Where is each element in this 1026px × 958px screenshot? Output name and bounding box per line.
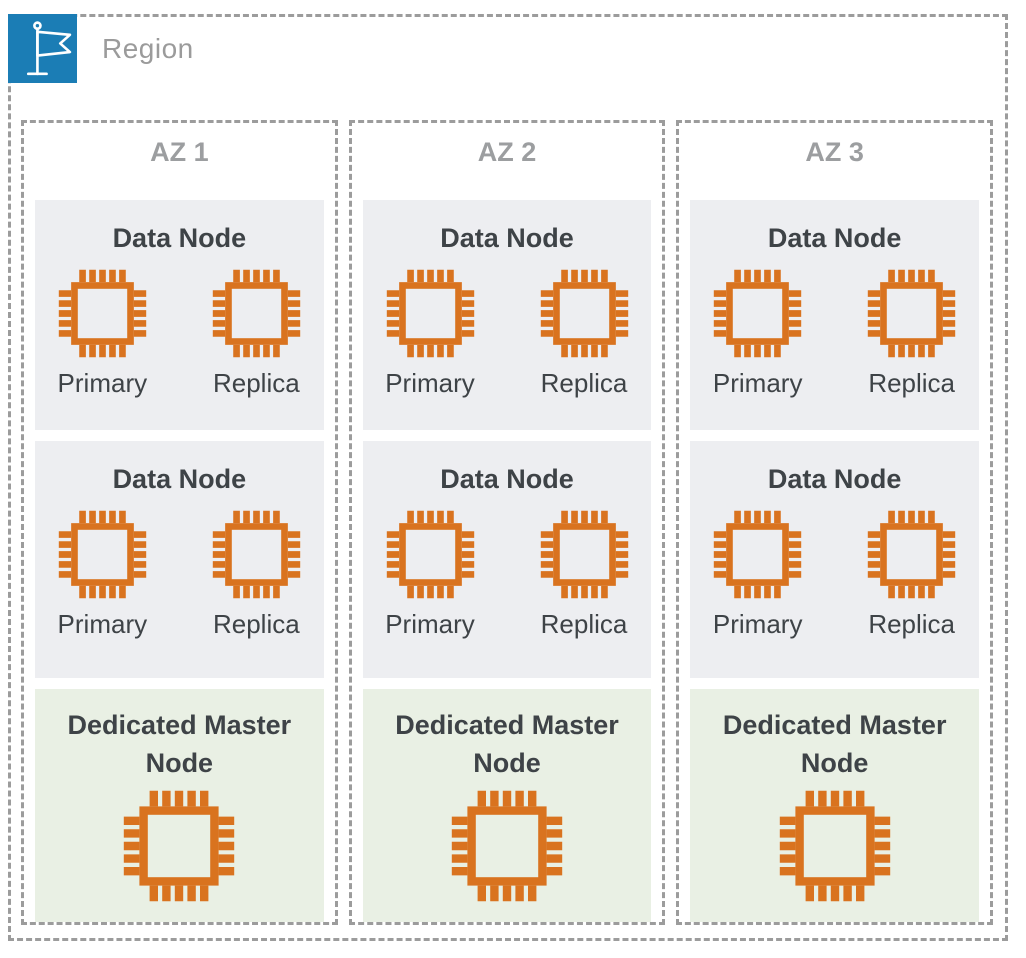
data-node-title: Data Node (440, 223, 574, 253)
availability-zone-1: AZ 1 Data Node Primary Replica (21, 120, 338, 925)
az-row: AZ 1 Data Node Primary Replica (21, 120, 994, 925)
chip-label: Primary (385, 609, 475, 639)
processor-chip-icon (55, 266, 150, 361)
chip-label: Replica (540, 368, 628, 398)
primary-shard: Primary (698, 507, 818, 639)
master-node-title: Dedicated Master Node (722, 710, 947, 778)
chip-row: Primary Replica (35, 266, 324, 398)
data-node-box: Data Node Primary Replica (35, 441, 324, 678)
primary-shard: Primary (370, 266, 490, 398)
chip-label: Replica (540, 609, 628, 639)
processor-chip-icon (710, 266, 805, 361)
region-header: Region (8, 14, 194, 83)
processor-chip-icon (209, 507, 304, 602)
replica-shard: Replica (524, 507, 644, 639)
replica-shard: Replica (852, 507, 972, 639)
az-label: AZ 1 (150, 137, 209, 167)
replica-shard: Replica (524, 266, 644, 398)
region-container: Region AZ 1 Data Node Primary Replica (8, 14, 1008, 941)
chip-row: Primary Replica (690, 507, 979, 639)
chip-row: Primary Replica (35, 507, 324, 639)
data-node-box: Data Node Primary Replica (690, 441, 980, 678)
processor-chip-icon (864, 507, 959, 602)
primary-shard: Primary (42, 507, 162, 639)
replica-shard: Replica (196, 507, 316, 639)
processor-chip-icon (55, 507, 150, 602)
chip-row: Primary Replica (363, 507, 652, 639)
availability-zone-3: AZ 3 Data Node Primary Replica (676, 120, 994, 925)
primary-shard: Primary (370, 507, 490, 639)
chip-row: Primary Replica (363, 266, 652, 398)
dedicated-master-node-box: Dedicated Master Node (690, 689, 980, 922)
data-node-title: Data Node (767, 464, 902, 494)
processor-chip-icon (447, 786, 567, 906)
dedicated-master-node-box: Dedicated Master Node (362, 689, 652, 922)
master-node-title: Dedicated Master Node (395, 710, 619, 778)
region-label: Region (102, 32, 194, 64)
chip-label: Replica (868, 368, 956, 398)
processor-chip-icon (710, 507, 805, 602)
processor-chip-icon (775, 786, 895, 906)
data-node-title: Data Node (112, 223, 247, 253)
availability-zone-2: AZ 2 Data Node Primary Replica (348, 120, 666, 925)
processor-chip-icon (537, 266, 632, 361)
chip-label: Replica (212, 609, 300, 639)
replica-shard: Replica (196, 266, 316, 398)
processor-chip-icon (119, 786, 239, 906)
az-label: AZ 3 (805, 137, 864, 167)
data-node-box: Data Node Primary Replica (690, 200, 980, 430)
dedicated-master-node-box: Dedicated Master Node (35, 689, 324, 922)
processor-chip-icon (383, 266, 478, 361)
replica-shard: Replica (852, 266, 972, 398)
data-node-box: Data Node Primary Replica (362, 441, 652, 678)
primary-shard: Primary (698, 266, 818, 398)
chip-label: Primary (57, 368, 148, 398)
chip-label: Replica (868, 609, 956, 639)
chip-label: Primary (712, 609, 803, 639)
processor-chip-icon (864, 266, 959, 361)
chip-label: Primary (57, 609, 148, 639)
data-node-title: Data Node (440, 464, 574, 494)
primary-shard: Primary (42, 266, 162, 398)
chip-row: Primary Replica (690, 266, 979, 398)
chip-label: Replica (212, 368, 300, 398)
data-node-box: Data Node Primary Replica (35, 200, 324, 430)
processor-chip-icon (383, 507, 478, 602)
chip-label: Primary (385, 368, 475, 398)
flag-icon (8, 14, 77, 83)
data-node-title: Data Node (767, 223, 902, 253)
master-node-title: Dedicated Master Node (67, 710, 292, 778)
processor-chip-icon (537, 507, 632, 602)
chip-label: Primary (712, 368, 803, 398)
data-node-title: Data Node (112, 464, 247, 494)
az-label: AZ 2 (477, 137, 537, 167)
data-node-box: Data Node Primary Replica (362, 200, 652, 430)
processor-chip-icon (209, 266, 304, 361)
